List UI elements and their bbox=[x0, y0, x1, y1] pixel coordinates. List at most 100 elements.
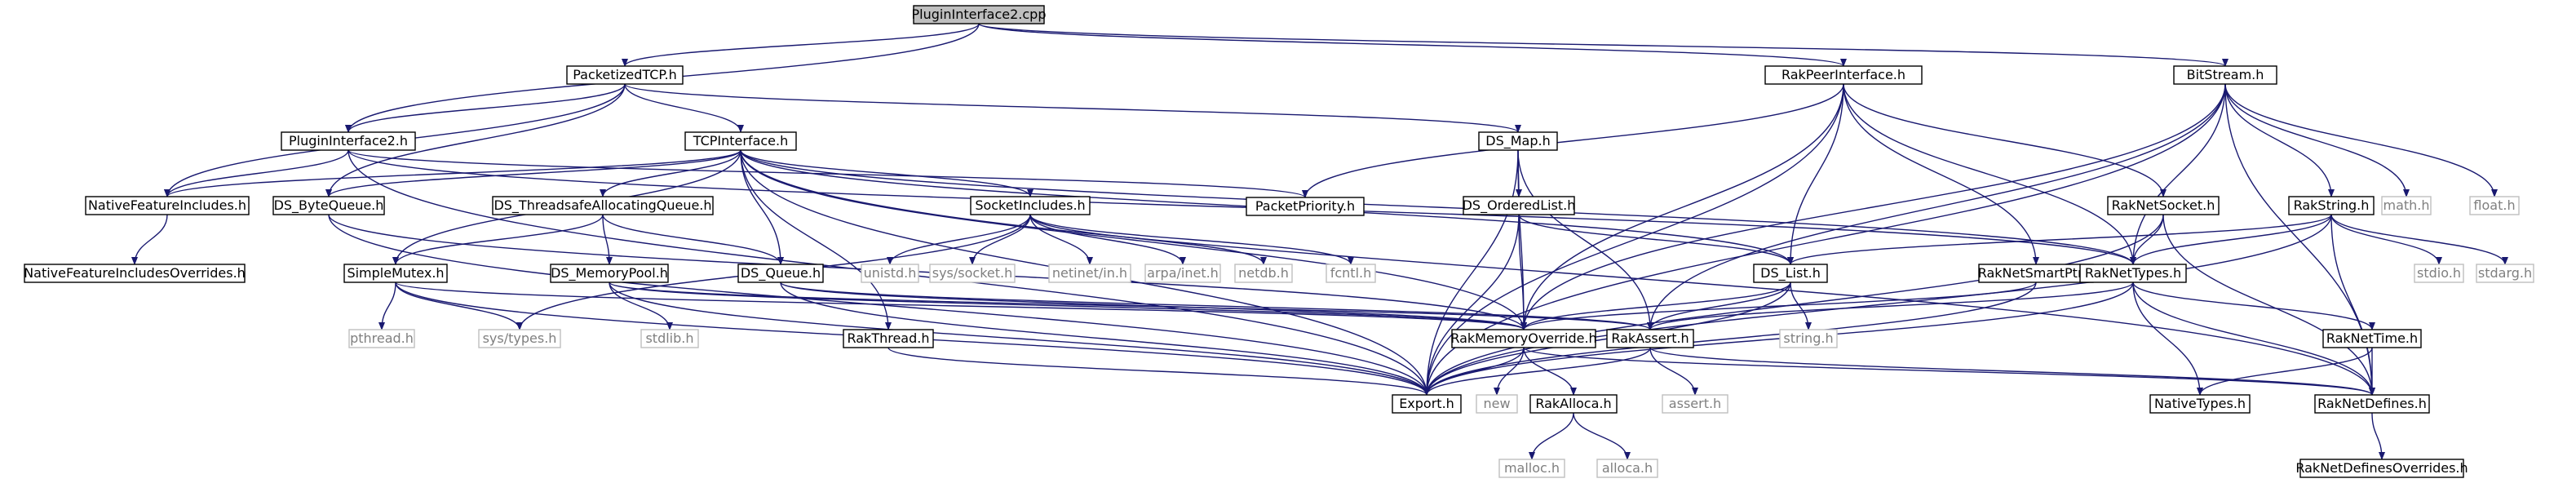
node-ds-memorypool-h[interactable]: DS_MemoryPool.h bbox=[550, 264, 669, 283]
node-ds-threadsafeallocatingqueue-h[interactable]: DS_ThreadsafeAllocatingQueue.h bbox=[492, 196, 714, 215]
node-packetpriority-h[interactable]: PacketPriority.h bbox=[1246, 197, 1365, 216]
edge-socketincludes-h-to-netdb-h bbox=[1029, 214, 1267, 265]
node-ds-bytequeue-h[interactable]: DS_ByteQueue.h bbox=[272, 196, 385, 215]
node-label: alloca.h bbox=[1602, 460, 1653, 476]
edge-bitstream-h-to-rakstring-h bbox=[2224, 83, 2335, 197]
edge-rakassert-h-to-export-h bbox=[1423, 347, 1651, 396]
node-label: pthread.h bbox=[350, 330, 414, 346]
edge bbox=[780, 281, 1527, 330]
node-nativetypes-h[interactable]: NativeTypes.h bbox=[2149, 394, 2251, 414]
node-label: PacketPriority.h bbox=[1255, 198, 1355, 214]
edge bbox=[978, 23, 1847, 67]
edges-layer bbox=[131, 23, 2508, 460]
node-raknettime-h[interactable]: RakNetTime.h bbox=[2322, 329, 2422, 348]
node-box bbox=[970, 196, 1091, 215]
node-box bbox=[550, 264, 669, 283]
node-box bbox=[1478, 131, 1558, 151]
node-label: NativeFeatureIncludes.h bbox=[88, 197, 246, 213]
edge bbox=[328, 214, 1527, 330]
node-simplemutex-h[interactable]: SimpleMutex.h bbox=[343, 264, 448, 283]
node-export-h[interactable]: Export.h bbox=[1392, 394, 1462, 414]
node-label: RakPeerInterface.h bbox=[1782, 67, 1905, 82]
node-tcpinterface-h[interactable]: TCPInterface.h bbox=[684, 131, 797, 151]
node-bitstream-h[interactable]: BitStream.h bbox=[2173, 65, 2277, 85]
edge bbox=[740, 149, 2375, 396]
edge bbox=[345, 83, 626, 133]
edge bbox=[1573, 412, 1631, 460]
node-ds-queue-h[interactable]: DS_Queue.h bbox=[737, 264, 824, 283]
node-rakmemoryoverride-h[interactable]: RakMemoryOverride.h bbox=[1450, 329, 1597, 348]
node-rakstring-h[interactable]: RakString.h bbox=[2288, 196, 2375, 215]
edge bbox=[1647, 281, 1791, 330]
edge bbox=[1029, 214, 1186, 265]
node-rakassert-h[interactable]: RakAssert.h bbox=[1606, 329, 1694, 348]
edge bbox=[395, 281, 523, 330]
edge bbox=[2197, 347, 2373, 396]
edge bbox=[2162, 214, 2375, 396]
node-label: DS_Map.h bbox=[1485, 133, 1550, 149]
node-ds-list-h[interactable]: DS_List.h bbox=[1753, 264, 1828, 283]
node-label: sys/socket.h bbox=[932, 265, 1013, 281]
node-rakalloca-h[interactable]: RakAlloca.h bbox=[1529, 394, 1618, 414]
node-unistd-h: unistd.h bbox=[861, 264, 919, 283]
edge bbox=[624, 83, 1521, 133]
node-nativefeatureincludesoverrides-h[interactable]: NativeFeatureIncludesOverrides.h bbox=[24, 264, 246, 283]
edge bbox=[1517, 149, 1653, 330]
node-rakthread-h[interactable]: RakThread.h bbox=[843, 329, 934, 348]
node-nativefeatureincludes-h[interactable]: NativeFeatureIncludes.h bbox=[85, 196, 250, 215]
edge-ds-memorypool-h-to-rakmemoryoverride-h bbox=[609, 281, 1527, 330]
node-plugininterface2-h[interactable]: PluginInterface2.h bbox=[281, 131, 416, 151]
edge-rakstring-h-to-stdio-h bbox=[2330, 214, 2442, 265]
node-label: string.h bbox=[1783, 330, 1833, 346]
edge bbox=[1029, 214, 1267, 265]
node-raknettypes-h[interactable]: RakNetTypes.h bbox=[2079, 264, 2187, 283]
edge bbox=[1423, 214, 1520, 396]
node-label: RakAssert.h bbox=[1611, 330, 1689, 346]
node-raknetdefinesoverrides-h[interactable]: RakNetDefinesOverrides.h bbox=[2295, 459, 2468, 478]
node-rakpeerinterface-h[interactable]: RakPeerInterface.h bbox=[1764, 65, 1923, 85]
node-label: Export.h bbox=[1399, 396, 1454, 411]
edge-ds-orderedlist-h-to-export-h bbox=[1423, 214, 1520, 396]
node-sys-socket-h: sys/socket.h bbox=[929, 264, 1016, 283]
node-label: math.h bbox=[2383, 197, 2429, 213]
node-raknetsmartptr-h[interactable]: RakNetSmartPtr.h bbox=[1978, 264, 2095, 283]
edge-plugininterface2-h-to-packetpriority-h bbox=[347, 149, 1308, 198]
node-box bbox=[2469, 196, 2520, 215]
edge-rakthread-h-to-export-h bbox=[887, 347, 1430, 396]
edge-rakstring-h-to-stdarg-h bbox=[2330, 214, 2508, 265]
node-plugininterface2-cpp[interactable]: PluginInterface2.cpp bbox=[912, 5, 1047, 24]
edge-raknetsocket-h-to-raknettypes-h bbox=[2130, 214, 2164, 265]
node-raknetdefines-h[interactable]: RakNetDefines.h bbox=[2314, 394, 2430, 414]
edge bbox=[1790, 281, 1812, 330]
node-box bbox=[281, 131, 416, 151]
edge-ds-map-h-to-rakassert-h bbox=[1517, 149, 1653, 330]
edge bbox=[1649, 347, 2375, 396]
edge bbox=[2130, 214, 2332, 265]
edge-socketincludes-h-to-sys-socket-h bbox=[969, 214, 1031, 265]
node-box bbox=[348, 329, 415, 348]
node-label: TCPInterface.h bbox=[693, 133, 789, 148]
node-box bbox=[1451, 329, 1596, 348]
node-box bbox=[684, 131, 797, 151]
node-box bbox=[343, 264, 448, 283]
node-ds-map-h[interactable]: DS_Map.h bbox=[1478, 131, 1558, 151]
edge bbox=[378, 281, 396, 330]
edge-packetizedtcp-h-to-tcpinterface-h bbox=[624, 83, 744, 133]
node-socketincludes-h[interactable]: SocketIncludes.h bbox=[970, 196, 1091, 215]
node-ds-orderedlist-h[interactable]: DS_OrderedList.h bbox=[1463, 196, 1576, 215]
edge-rakalloca-h-to-alloca-h bbox=[1573, 412, 1631, 460]
edge bbox=[2224, 83, 2410, 197]
node-raknetsocket-h[interactable]: RakNetSocket.h bbox=[2107, 196, 2220, 215]
node-packetizedtcp-h[interactable]: PacketizedTCP.h bbox=[566, 65, 684, 85]
edge-raknetsmartptr-h-to-rakmemoryoverride-h bbox=[1520, 281, 2037, 330]
node-label: stdlib.h bbox=[645, 330, 693, 346]
edge bbox=[1843, 83, 2167, 197]
node-alloca-h: alloca.h bbox=[1596, 459, 1658, 478]
edge bbox=[1423, 347, 1525, 396]
node-label: netinet/in.h bbox=[1052, 265, 1127, 281]
node-box bbox=[478, 329, 561, 348]
edge bbox=[1423, 149, 1519, 396]
node-box bbox=[2314, 394, 2430, 414]
edge bbox=[602, 214, 613, 265]
edge bbox=[164, 149, 349, 197]
